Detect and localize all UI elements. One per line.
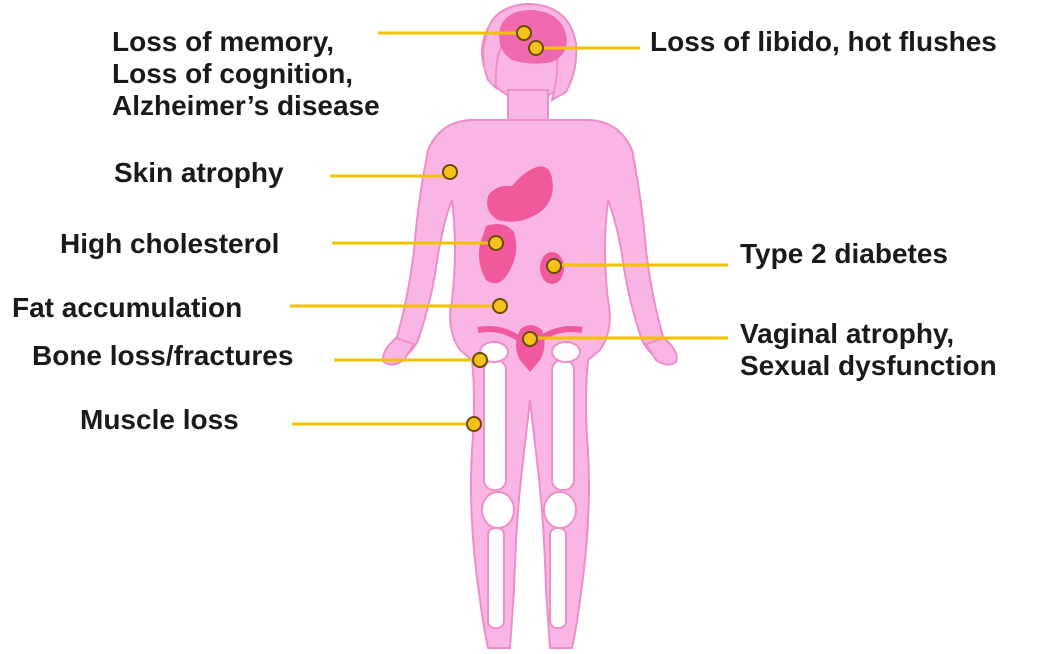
left-tibia-shape [488, 528, 504, 628]
label-vaginal: Vaginal atrophy, Sexual dysfunction [740, 318, 997, 382]
label-muscle: Muscle loss [80, 404, 239, 436]
left-femur-shape [484, 360, 506, 490]
marker-cholesterol [489, 236, 503, 250]
label-vaginal-line-1: Vaginal atrophy, [740, 318, 997, 350]
label-vaginal-line-2: Sexual dysfunction [740, 350, 997, 382]
label-skin: Skin atrophy [114, 157, 284, 189]
right-femur-shape [552, 360, 574, 490]
right-hand-shape [646, 338, 677, 365]
label-memory-line-3: Alzheimer’s disease [112, 90, 380, 122]
label-diabetes: Type 2 diabetes [740, 238, 948, 270]
label-memory-line-1: Loss of memory, [112, 26, 380, 58]
label-memory-line-2: Loss of cognition, [112, 58, 380, 90]
marker-fat [493, 299, 507, 313]
marker-diabetes [547, 259, 561, 273]
label-libido: Loss of libido, hot flushes [650, 26, 997, 58]
neck-shape [508, 90, 548, 120]
label-bone: Bone loss/fractures [32, 340, 293, 372]
marker-vaginal [523, 332, 537, 346]
marker-bone [473, 353, 487, 367]
left-knee-shape [482, 492, 514, 528]
marker-skin [443, 165, 457, 179]
marker-libido [529, 41, 543, 55]
label-cholesterol: High cholesterol [60, 228, 279, 260]
label-memory: Loss of memory, Loss of cognition, Alzhe… [112, 26, 380, 122]
marker-memory [517, 26, 531, 40]
right-hip-shape [552, 342, 580, 362]
label-fat: Fat accumulation [12, 292, 242, 324]
right-knee-shape [544, 492, 576, 528]
right-tibia-shape [550, 528, 566, 628]
marker-muscle [467, 417, 481, 431]
